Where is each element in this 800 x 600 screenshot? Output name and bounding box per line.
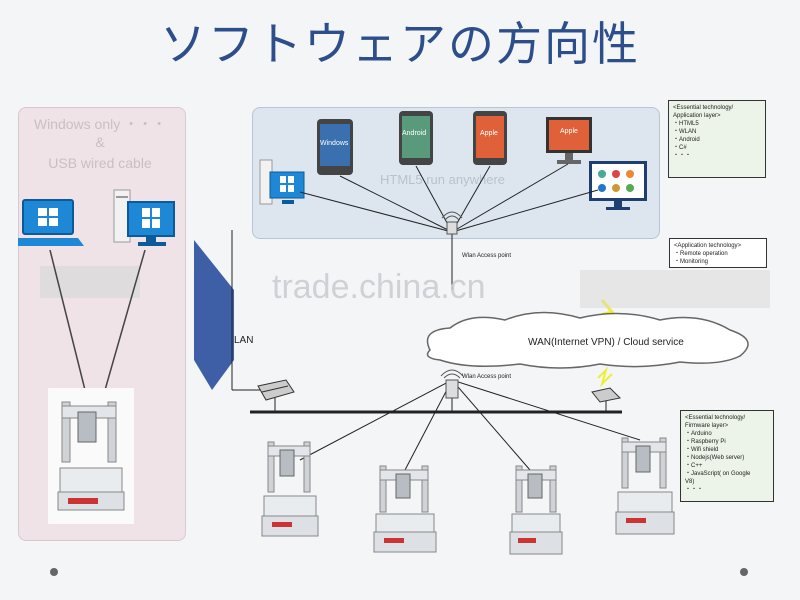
robot-machine-2	[370, 460, 440, 556]
note-line: V8)	[685, 478, 769, 486]
note-line: <Essential technology/	[673, 104, 761, 112]
next-slide-dot[interactable]	[740, 568, 748, 576]
note-line: ・Monitoring	[674, 258, 762, 266]
note-line: ・Nodejs(Web server)	[685, 454, 769, 462]
note-line: ・C++	[685, 462, 769, 470]
lan-label: LAN	[234, 335, 253, 346]
note-line: ・Remote operation	[674, 250, 762, 258]
note-line: ・HTML5	[673, 120, 761, 128]
prev-slide-dot[interactable]	[50, 568, 58, 576]
robot-machine-3	[506, 462, 566, 558]
note-firmware-layer: <Essential technology/ Firmware layer> ・…	[680, 410, 774, 502]
note-line: ・・・	[685, 486, 769, 494]
router-icon	[592, 370, 620, 402]
note-line: <Application technology>	[674, 242, 762, 250]
lan-switch	[258, 380, 294, 400]
wlan-antenna-top	[442, 212, 462, 234]
note-line: ・Arduino	[685, 430, 769, 438]
note-line: ・Raspberry Pi	[685, 438, 769, 446]
wlan-label-mid: Wlan Access point	[462, 374, 511, 380]
note-line: ・WLAN	[673, 128, 761, 136]
robot-machine-1	[258, 436, 322, 546]
wan-label: WAN(Internet VPN) / Cloud service	[528, 337, 684, 348]
robot-machine-4	[610, 432, 678, 542]
note-line: Firmware layer>	[685, 422, 769, 430]
wlan-label-top: Wlan Access point	[462, 253, 511, 259]
watermark-text: trade.china.cn	[272, 268, 486, 307]
note-line: ・C#	[673, 144, 761, 152]
note-line: ・JavaScript( on Google	[685, 470, 769, 478]
note-application-technology: <Application technology> ・Remote operati…	[669, 238, 767, 268]
note-line: Application layer>	[673, 112, 761, 120]
note-application-layer: <Essential technology/ Application layer…	[668, 100, 766, 178]
note-line: ・Wifi shield	[685, 446, 769, 454]
note-line: <Essential technology/	[685, 414, 769, 422]
blur-band-right	[580, 270, 770, 308]
note-line: ・Android	[673, 136, 761, 144]
note-line: ・・・	[673, 152, 761, 160]
